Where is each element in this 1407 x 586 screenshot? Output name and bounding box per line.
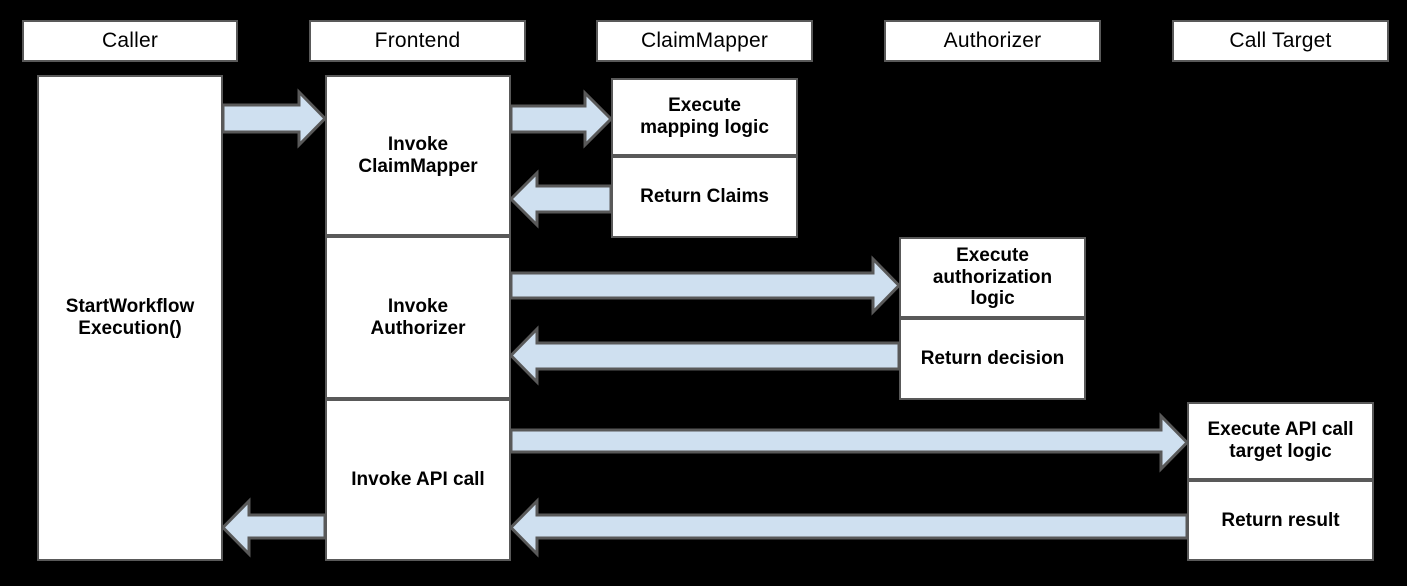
arrow-caller-to-frontend[interactable] [221, 88, 328, 149]
lifeline-header-claimmapper[interactable]: ClaimMapper [596, 20, 813, 62]
activation-label-caller-startworkflow: StartWorkflow Execution() [65, 296, 195, 339]
activation-label-claimmapper-return-claims: Return Claims [640, 186, 769, 208]
lifeline-label-authorizer: Authorizer [943, 29, 1042, 52]
arrow-calltarget-to-frontend[interactable] [508, 497, 1189, 558]
arrow-authorizer-to-frontend[interactable] [508, 325, 901, 386]
lifeline-header-frontend[interactable]: Frontend [309, 20, 526, 62]
lifeline-header-calltarget[interactable]: Call Target [1172, 20, 1389, 62]
activation-claimmapper-return-claims[interactable]: Return Claims [611, 156, 798, 238]
activation-label-frontend-invoke-api-call: Invoke API call [351, 469, 485, 491]
activation-label-calltarget-execute-api-call-target-logic: Execute API call target logic [1207, 419, 1354, 462]
activation-frontend-invoke-authorizer[interactable]: Invoke Authorizer [325, 236, 511, 399]
arrow-frontend-to-claimmapper[interactable] [509, 89, 614, 149]
arrow-frontend-to-calltarget[interactable] [509, 412, 1190, 473]
activation-label-frontend-invoke-claimmapper: Invoke ClaimMapper [358, 133, 478, 177]
lifeline-label-calltarget: Call Target [1229, 29, 1332, 52]
activation-frontend-invoke-claimmapper[interactable]: Invoke ClaimMapper [325, 75, 511, 236]
arrow-frontend-to-caller[interactable] [220, 497, 327, 558]
lifeline-header-caller[interactable]: Caller [22, 20, 238, 62]
lifeline-label-claimmapper: ClaimMapper [640, 29, 769, 52]
activation-claimmapper-execute-mapping-logic[interactable]: Execute mapping logic [611, 78, 798, 156]
activation-label-authorizer-return-decision: Return decision [920, 348, 1065, 370]
activation-label-authorizer-execute-authorization-logic: Execute authorization logic [932, 244, 1053, 310]
activation-calltarget-return-result[interactable]: Return result [1187, 480, 1374, 561]
arrow-claimmapper-to-frontend[interactable] [508, 169, 613, 229]
arrow-frontend-to-authorizer[interactable] [509, 255, 902, 316]
activation-authorizer-execute-authorization-logic[interactable]: Execute authorization logic [899, 237, 1086, 318]
activation-label-claimmapper-execute-mapping-logic: Execute mapping logic [640, 95, 769, 138]
activation-calltarget-execute-api-call-target-logic[interactable]: Execute API call target logic [1187, 402, 1374, 480]
lifeline-label-caller: Caller [101, 29, 159, 52]
lifeline-header-authorizer[interactable]: Authorizer [884, 20, 1101, 62]
activation-authorizer-return-decision[interactable]: Return decision [899, 318, 1086, 400]
activation-caller-startworkflow[interactable]: StartWorkflow Execution() [37, 75, 223, 561]
activation-label-calltarget-return-result: Return result [1221, 509, 1340, 531]
lifeline-label-frontend: Frontend [374, 29, 461, 52]
activation-label-frontend-invoke-authorizer: Invoke Authorizer [370, 295, 466, 339]
activation-frontend-invoke-api-call[interactable]: Invoke API call [325, 399, 511, 561]
